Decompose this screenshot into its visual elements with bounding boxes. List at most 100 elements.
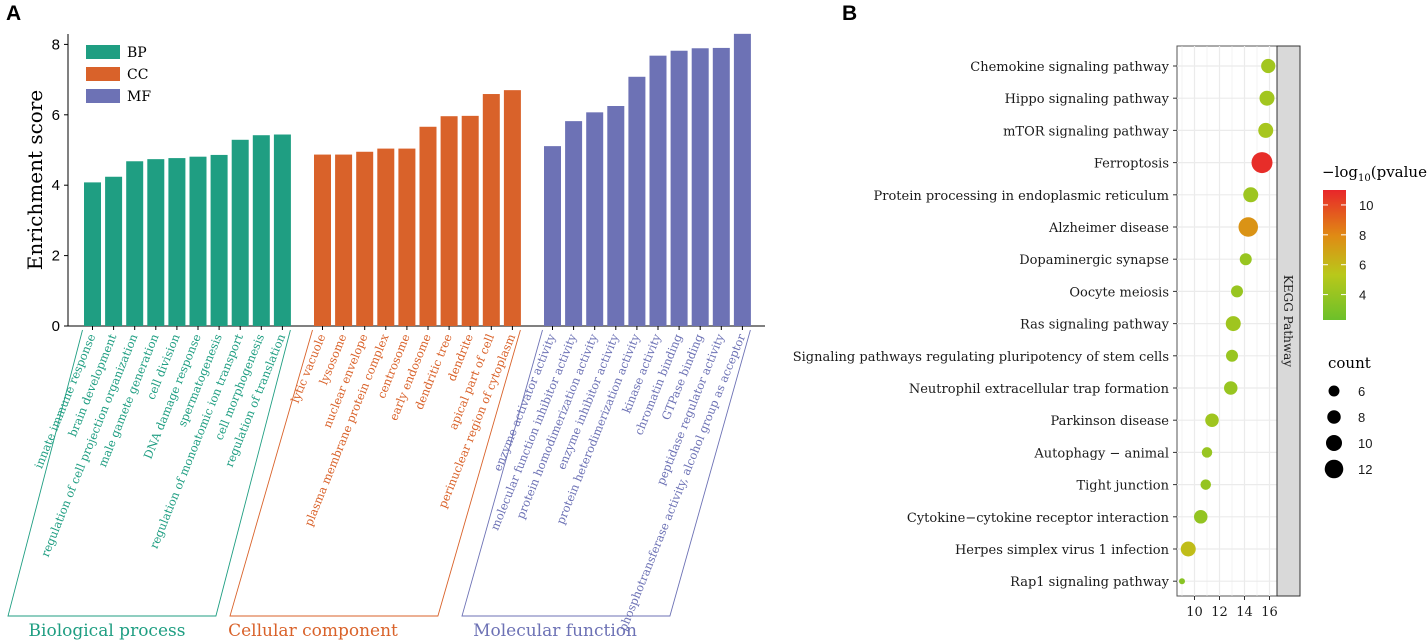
bar-brain-development bbox=[105, 176, 123, 326]
size-legend-label: 12 bbox=[1358, 462, 1372, 477]
bar-dna-damage-response bbox=[189, 156, 207, 326]
bars bbox=[84, 33, 751, 327]
size-legend-label: 8 bbox=[1358, 410, 1365, 425]
bar-kinase-activity bbox=[649, 55, 667, 326]
bar-cell-division bbox=[168, 158, 186, 326]
legend-key-bp bbox=[86, 45, 120, 59]
pathway-label: Signaling pathways regulating pluripoten… bbox=[793, 350, 1169, 365]
group-label-mf: Molecular function bbox=[473, 621, 637, 640]
bar-lysosome bbox=[335, 154, 353, 326]
y-tick-label: 6 bbox=[52, 107, 60, 124]
size-legend-title: count bbox=[1328, 354, 1371, 372]
pathway-label: Parkinson disease bbox=[1051, 414, 1170, 429]
bar-nuclear-envelope bbox=[356, 151, 374, 326]
colorbar-tick-label: 8 bbox=[1359, 228, 1366, 243]
x-tick-label: 12 bbox=[1211, 605, 1228, 620]
y-tick-label: 2 bbox=[52, 248, 60, 265]
group-labels: Biological process Cellular component Mo… bbox=[29, 621, 637, 640]
bar-molecular-function-inhibitor-activity bbox=[565, 121, 583, 326]
bar-enzyme-activator-activity bbox=[544, 146, 561, 326]
panel-a-label: A bbox=[6, 2, 21, 25]
bar-dendrite bbox=[461, 115, 479, 326]
legend-key-mf bbox=[86, 89, 120, 103]
legend: BP CC MF bbox=[86, 45, 151, 105]
bar-spermatogenesis bbox=[210, 154, 228, 326]
point-alzheimer-disease bbox=[1238, 217, 1258, 237]
gridlines bbox=[1177, 46, 1277, 596]
bar-centrosome bbox=[398, 148, 416, 326]
point-rap1-signaling-pathway bbox=[1179, 578, 1185, 585]
point-parkinson-disease bbox=[1205, 413, 1219, 427]
size-legend-label: 10 bbox=[1358, 436, 1372, 451]
bar-enzyme-inhibitor-activity bbox=[607, 106, 625, 326]
colorbar-title: −log10(pvalue) bbox=[1322, 163, 1428, 184]
colorbar-tick-label: 6 bbox=[1359, 258, 1366, 273]
pathway-label: Tight junction bbox=[1076, 479, 1169, 494]
point-protein-processing-in-endoplasmic-reticulum bbox=[1243, 187, 1259, 203]
bar-regulation-of-translation bbox=[273, 134, 291, 326]
colorbar bbox=[1323, 190, 1346, 320]
bar-early-endosome bbox=[419, 126, 437, 326]
group-bracket-mf bbox=[461, 329, 751, 617]
colorbar-ticks: 4 6 8 10 bbox=[1323, 198, 1373, 303]
bar-apical-part-of-cell bbox=[482, 94, 500, 326]
x-tick-label: 10 bbox=[1186, 605, 1203, 620]
legend-key-cc bbox=[86, 67, 120, 81]
y-tick-label: 8 bbox=[52, 36, 60, 53]
bar-plasma-membrane-protein-complex bbox=[377, 148, 395, 326]
bar-regulation-of-monoatomic-ion-transport bbox=[231, 139, 249, 326]
bar-phosphotransferase-activity-alcohol-group-as-acceptor bbox=[733, 33, 751, 327]
bar-male-gamete-generation bbox=[147, 159, 165, 326]
size-legend-key bbox=[1327, 410, 1341, 424]
point-tight-junction bbox=[1200, 479, 1211, 490]
x-tick-label: 16 bbox=[1261, 605, 1278, 620]
bar-chromatin-binding bbox=[670, 50, 688, 327]
pathway-label: mTOR signaling pathway bbox=[1003, 124, 1170, 139]
pathway-label: Alzheimer disease bbox=[1048, 221, 1169, 236]
bar-peptidase-regulator-activity bbox=[712, 47, 730, 327]
point-hippo-signaling-pathway bbox=[1259, 90, 1275, 106]
point-autophagy-animal bbox=[1201, 447, 1213, 458]
point-ferroptosis bbox=[1251, 152, 1273, 174]
pathway-label: Cytokine−cytokine receptor interaction bbox=[907, 511, 1170, 526]
bar-perinuclear-region-of-cytoplasm bbox=[503, 90, 521, 326]
legend-label-cc: CC bbox=[127, 67, 148, 83]
bar-dendritic-tree bbox=[440, 116, 458, 326]
pathway-label: Hippo signaling pathway bbox=[1005, 92, 1170, 107]
point-signaling-pathways-regulating-pluripotency-of-stem-cells bbox=[1226, 349, 1238, 362]
group-label-cc: Cellular component bbox=[228, 621, 398, 640]
point-dopaminergic-synapse bbox=[1239, 253, 1252, 266]
group-bracket-cc bbox=[229, 329, 521, 617]
pathway-label: Autophagy − animal bbox=[1033, 446, 1169, 461]
bar-cell-morphogenesis bbox=[252, 135, 270, 326]
bar-innate-immune-response bbox=[84, 182, 101, 326]
bar-protein-heterodimerization-activity bbox=[628, 76, 646, 326]
pathway-label: Ras signaling pathway bbox=[1020, 318, 1170, 333]
legend-label-bp: BP bbox=[127, 45, 147, 61]
y-axis-label: Enrichment score bbox=[23, 90, 47, 271]
colorbar-tick-label: 10 bbox=[1359, 198, 1373, 213]
y-tick-label: 4 bbox=[52, 177, 60, 194]
point-chemokine-signaling-pathway bbox=[1261, 58, 1276, 74]
points bbox=[1179, 58, 1276, 585]
group-bracket-bp bbox=[7, 329, 291, 617]
pathway-label: Herpes simplex virus 1 infection bbox=[955, 543, 1170, 558]
facet-strip bbox=[1276, 45, 1301, 597]
colorbar-tick-label: 4 bbox=[1359, 288, 1366, 303]
pathway-label: Rap1 signaling pathway bbox=[1010, 575, 1170, 590]
size-legend-key bbox=[1324, 459, 1344, 479]
x-tick-label: 14 bbox=[1236, 605, 1253, 620]
pathway-label: Neutrophil extracellular trap formation bbox=[909, 382, 1170, 397]
bar-protein-homodimerization-activity bbox=[586, 112, 604, 326]
legend-label-mf: MF bbox=[127, 89, 151, 105]
pathway-label: Protein processing in endoplasmic reticu… bbox=[873, 189, 1169, 204]
point-oocyte-meiosis bbox=[1231, 285, 1243, 298]
pathway-label: Dopaminergic synapse bbox=[1019, 253, 1169, 268]
x-ticks: 10 12 14 16 bbox=[1186, 596, 1278, 620]
